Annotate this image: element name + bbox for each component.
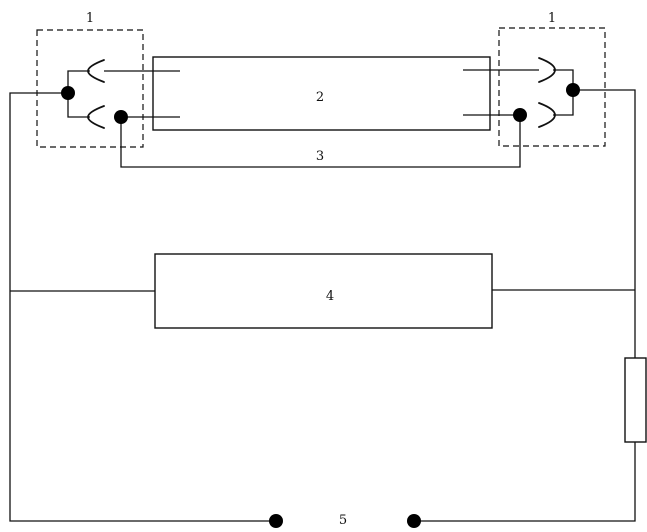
switch-left-terminal (269, 514, 283, 528)
resistor (624, 357, 647, 443)
lamp-tube (152, 56, 491, 131)
right-outer-terminal (566, 83, 580, 97)
switch-label: 5 (339, 513, 347, 528)
left-lamp-holder (36, 29, 144, 148)
left-circuit-wire (9, 92, 276, 522)
link-wire-label: 3 (316, 149, 324, 164)
right-inner-terminal (513, 108, 527, 122)
right-circuit-wire (573, 89, 636, 358)
link-wire (120, 115, 521, 168)
right-holder-label: 1 (548, 11, 556, 26)
left-holder-label: 1 (86, 11, 94, 26)
right-lamp-holder (498, 27, 606, 147)
bottom-right-wire (414, 442, 636, 522)
switch-right-terminal (407, 514, 421, 528)
right-holder-contacts (463, 57, 574, 128)
left-outer-terminal (61, 86, 75, 100)
component-box (154, 253, 493, 329)
left-holder-contacts (67, 59, 180, 129)
left-inner-terminal (114, 110, 128, 124)
tube-label: 2 (316, 90, 324, 105)
element-label: 4 (326, 289, 334, 304)
